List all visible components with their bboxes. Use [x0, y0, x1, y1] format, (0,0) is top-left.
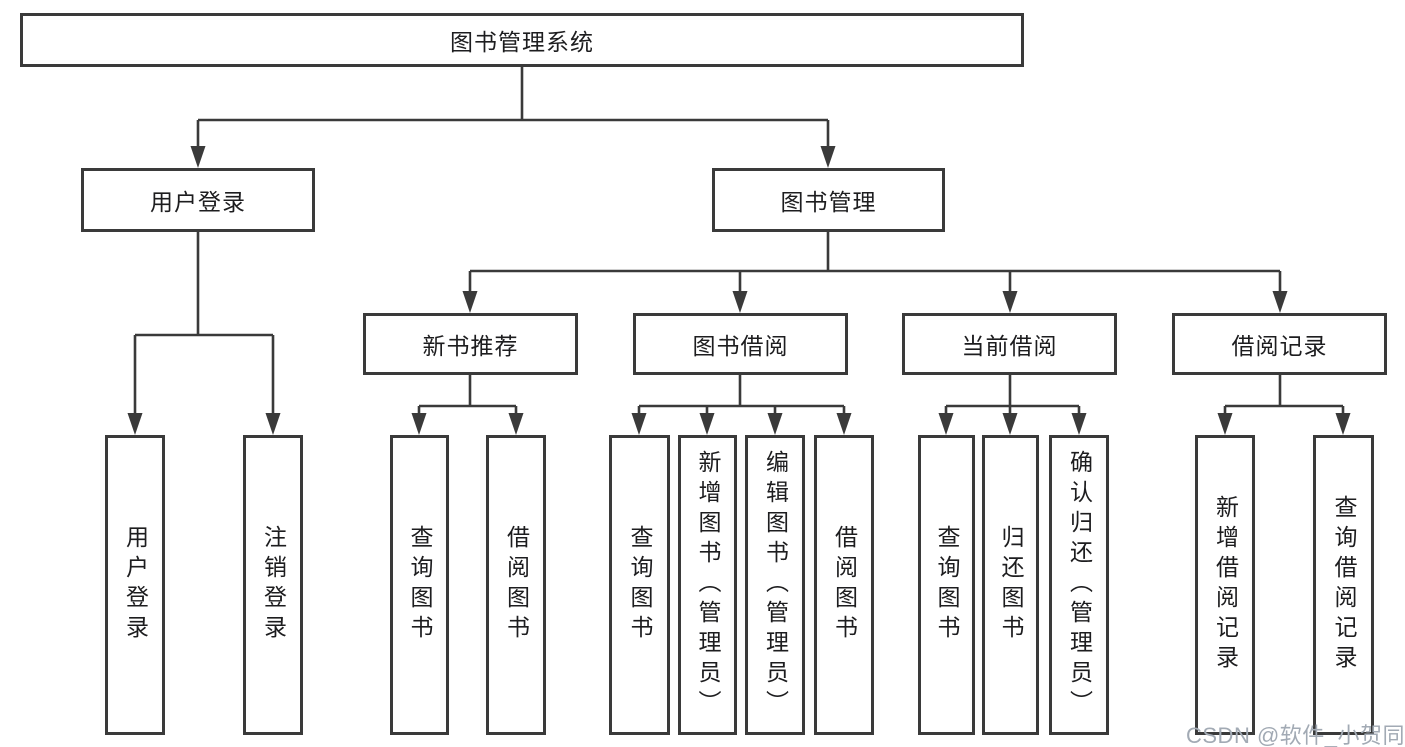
node-label: 注销登录 [260, 525, 287, 645]
connector-borrowing-to-leaves [631, 375, 852, 435]
node-label: 查询借阅记录 [1331, 495, 1357, 675]
leaf-logout: 注销登录 [243, 435, 303, 735]
node-label: 编辑图书（管理员） [762, 450, 789, 720]
node-current-borrowing: 当前借阅 [902, 313, 1117, 375]
leaf-query-books: 查询图书 [609, 435, 670, 735]
leaf-add-borrow-record: 新增借阅记录 [1195, 435, 1255, 735]
node-label: 新增图书（管理员） [695, 450, 721, 720]
leaf-query-books: 查询图书 [390, 435, 449, 735]
connector-newbook-to-leaves [411, 375, 524, 435]
node-label: 借阅记录 [1231, 333, 1328, 359]
node-book-borrowing: 图书借阅 [633, 313, 848, 375]
connector-records-to-leaves [1217, 375, 1351, 435]
connector-current-to-leaves [938, 375, 1087, 435]
node-label: 归还图书 [998, 525, 1024, 645]
connector-bookmgmt-to-level3 [462, 232, 1288, 313]
node-label: 当前借阅 [961, 333, 1058, 359]
node-new-book-recommendation: 新书推荐 [363, 313, 578, 375]
node-label: 查询图书 [934, 525, 960, 645]
node-label: 用户登录 [122, 525, 149, 645]
node-label: 新增借阅记录 [1212, 495, 1239, 675]
node-label: 用户登录 [150, 189, 246, 215]
leaf-borrow-books: 借阅图书 [814, 435, 874, 735]
leaf-add-book-admin: 新增图书（管理员） [678, 435, 737, 735]
node-label: 查询图书 [407, 525, 433, 645]
connector-login-to-leaves [127, 232, 281, 435]
csdn-watermark: CSDN @软件_小贺同学 [1186, 723, 1405, 747]
leaf-user-login: 用户登录 [105, 435, 165, 735]
node-label: 借阅图书 [831, 525, 858, 645]
node-label: 借阅图书 [503, 525, 530, 645]
leaf-edit-book-admin: 编辑图书（管理员） [745, 435, 805, 735]
leaf-borrow-books: 借阅图书 [486, 435, 546, 735]
node-book-management: 图书管理 [712, 168, 945, 232]
node-label: 图书管理系统 [450, 29, 594, 55]
connector-root-to-level2 [190, 67, 836, 168]
leaf-return-books: 归还图书 [982, 435, 1039, 735]
leaf-query-borrow-record: 查询借阅记录 [1313, 435, 1374, 735]
node-library-management-system: 图书管理系统 [20, 13, 1024, 67]
node-label: 图书管理 [780, 189, 877, 215]
node-label: 新书推荐 [422, 333, 519, 359]
node-label: 图书借阅 [692, 333, 789, 359]
leaf-query-books: 查询图书 [918, 435, 975, 735]
node-borrowing-records: 借阅记录 [1172, 313, 1387, 375]
node-label: 确认归还（管理员） [1066, 450, 1093, 720]
node-label: 查询图书 [627, 525, 653, 645]
node-user-login: 用户登录 [81, 168, 315, 232]
leaf-confirm-return-admin: 确认归还（管理员） [1049, 435, 1109, 735]
